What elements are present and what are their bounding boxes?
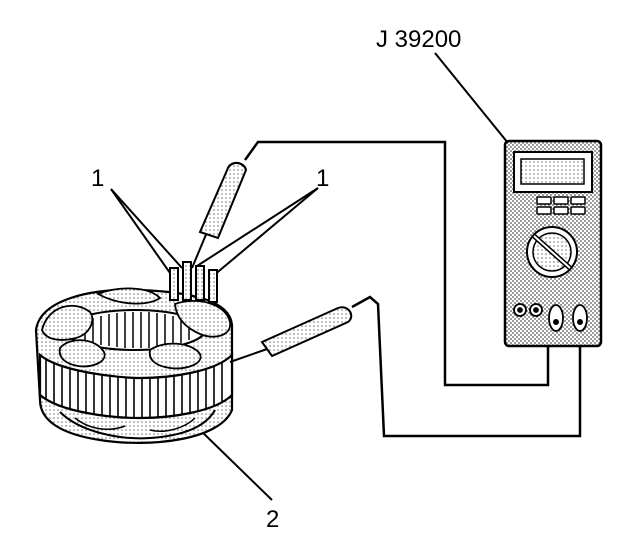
leader-1b-b: [212, 187, 319, 277]
upper-test-probe: [191, 162, 248, 269]
test-lead-wires: [243, 140, 582, 438]
terminal-callout-label-left: 1: [91, 165, 105, 192]
meter-callout-label: J 39200: [376, 26, 462, 53]
stator-callout-label: 2: [266, 506, 280, 533]
terminal-callout-label-right: 1: [316, 165, 330, 192]
leader-meter: [434, 52, 509, 144]
meter-buttons: [536, 196, 586, 215]
multimeter-j39200: [503, 139, 603, 348]
meter-input-jacks: [513, 303, 588, 332]
meter-rotary-dial: [526, 226, 578, 278]
leader-1a-a: [110, 188, 171, 274]
lower-probe-wire: [351, 295, 582, 438]
stator-terminals: [169, 261, 218, 303]
upper-probe-wire: [243, 140, 550, 387]
lower-test-probe: [229, 306, 353, 363]
leader-1a-b: [110, 188, 183, 269]
leader-lines: [110, 52, 509, 501]
leader-stator: [197, 427, 273, 501]
stator-assembly: [34, 287, 234, 445]
leader-1b-a: [196, 187, 319, 267]
